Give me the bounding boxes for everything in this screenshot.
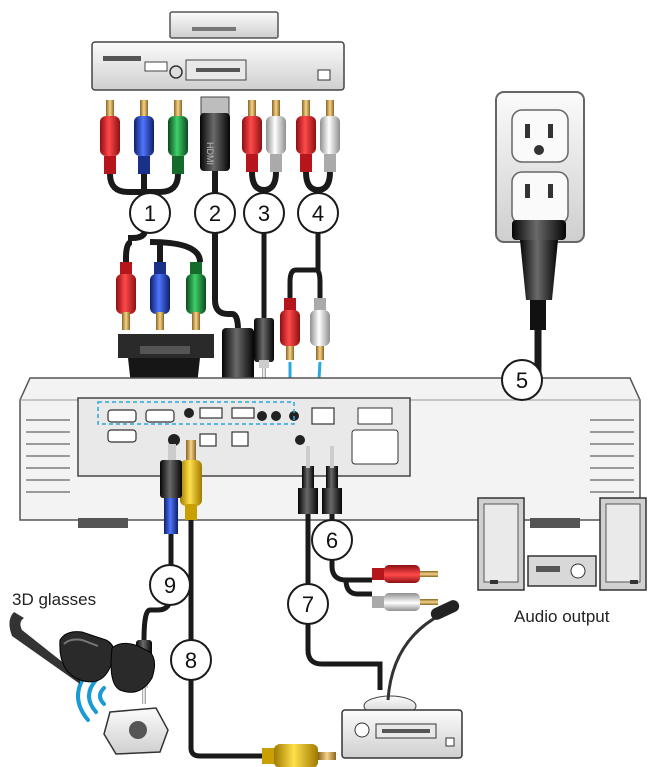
callout-6: 6 <box>311 519 353 561</box>
svg-text:3: 3 <box>258 201 270 226</box>
3d-glasses-caption: 3D glasses <box>12 590 97 609</box>
svg-text:HDMI: HDMI <box>205 142 215 165</box>
svg-text:5: 5 <box>516 368 528 393</box>
callout-1: 1 <box>129 192 171 234</box>
callout-3: 3 <box>243 192 285 234</box>
vcr-icon <box>341 709 463 759</box>
microphone-icon <box>363 600 460 717</box>
svg-text:8: 8 <box>185 648 197 673</box>
power-outlet-icon <box>495 91 585 243</box>
svg-text:2: 2 <box>209 201 221 226</box>
callout-2: 2 <box>194 192 236 234</box>
svg-text:1: 1 <box>144 201 156 226</box>
dvd-player-icon <box>91 11 345 91</box>
3d-glasses-icon <box>9 612 156 693</box>
3d-emitter-icon <box>103 707 169 755</box>
callout-5: 5 <box>501 359 543 401</box>
callout-8: 8 <box>170 639 212 681</box>
svg-text:9: 9 <box>164 573 176 598</box>
speakers-icon <box>477 497 647 591</box>
audio-out-cables <box>298 446 438 690</box>
hdmi-cable: HDMI <box>200 96 254 397</box>
audio-output-caption: Audio output <box>514 607 610 626</box>
audio-cable-rca <box>280 100 340 397</box>
component-cable <box>100 100 214 394</box>
svg-text:7: 7 <box>302 592 314 617</box>
callout-9: 9 <box>149 564 191 606</box>
callout-7: 7 <box>287 583 329 625</box>
svg-text:6: 6 <box>326 528 338 553</box>
callout-4: 4 <box>297 192 339 234</box>
svg-text:4: 4 <box>312 201 324 226</box>
composite-video-cable <box>180 440 336 767</box>
